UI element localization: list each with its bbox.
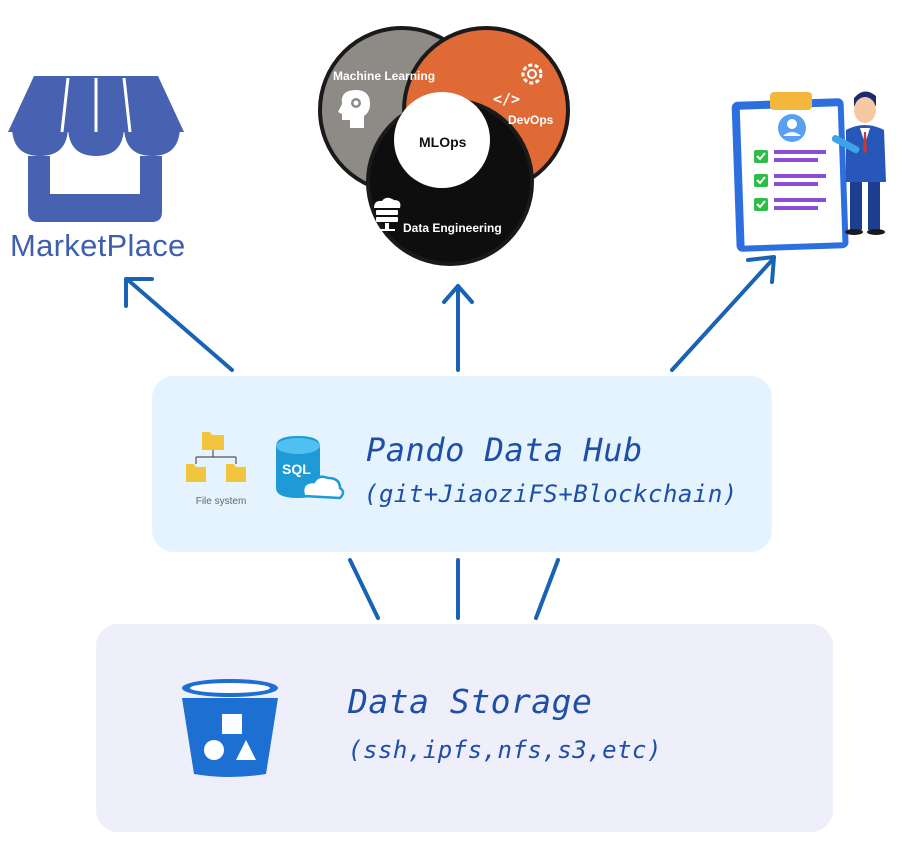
marketplace-label: MarketPlace (10, 228, 186, 263)
pando-data-hub-box (152, 376, 772, 552)
mlops-venn-diagram: </> (318, 26, 570, 266)
file-system-label: File system (195, 496, 247, 507)
devops-label: DevOps (508, 113, 554, 127)
arrow-to-marketplace (126, 278, 234, 372)
gear-icon (521, 63, 543, 85)
sql-label: SQL (282, 461, 311, 477)
hub-subtitle: (git+JiaoziFS+Blockchain) (364, 480, 738, 508)
arrow-to-clipboard (670, 256, 776, 372)
store-icon (8, 76, 184, 222)
server-cloud-icon (374, 197, 401, 231)
businessman-icon (831, 91, 886, 235)
ml-brain-icon (338, 90, 370, 128)
hub-title: Pando Data Hub (366, 431, 643, 469)
machine-learning-label: Machine Learning (333, 69, 436, 83)
mlops-center-circle (394, 92, 490, 188)
connector-right (534, 558, 560, 620)
code-icon: </> (493, 90, 520, 108)
clipboard-checklist-icon (731, 92, 849, 252)
file-system-icon (186, 432, 246, 482)
mlops-label: MLOps (419, 134, 467, 150)
data-engineering-label: Data Engineering (403, 221, 502, 235)
connector-left (348, 558, 380, 620)
storage-title: Data Storage (348, 682, 593, 721)
storage-subtitle: (ssh,ipfs,nfs,s3,etc) (348, 736, 662, 764)
sql-database-icon: SQL (276, 436, 345, 500)
storage-bucket-icon (182, 679, 278, 777)
